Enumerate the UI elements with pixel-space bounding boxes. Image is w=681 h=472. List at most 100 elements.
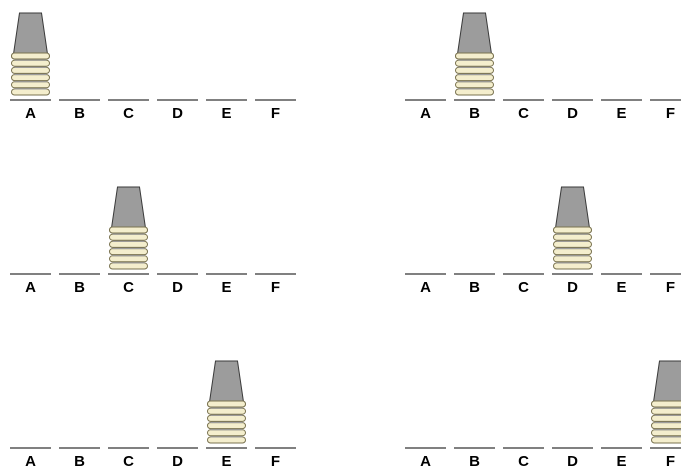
slot-label-d: D <box>172 453 183 470</box>
slot-label-b: B <box>469 279 480 296</box>
slot-label-d: D <box>172 105 183 122</box>
cup-stack <box>207 360 246 444</box>
cup-rim <box>553 255 592 263</box>
cup-rim <box>455 66 494 74</box>
slot-label-b: B <box>74 453 85 470</box>
slot-label-d: D <box>567 453 578 470</box>
cup-rim <box>11 59 50 67</box>
cup-band <box>112 261 145 264</box>
cup-band <box>14 73 47 76</box>
slot-label-b: B <box>469 453 480 470</box>
cup-band <box>210 407 243 409</box>
cup-band <box>458 80 491 83</box>
slot-label-c: C <box>518 105 529 122</box>
cup-rim <box>455 74 494 82</box>
slot-label-c: C <box>123 105 134 122</box>
slot-label-c: C <box>123 453 134 470</box>
cup-band <box>112 247 145 250</box>
cup-rim-top <box>109 226 148 234</box>
cup-body <box>554 186 591 229</box>
cup-rim <box>651 436 681 444</box>
cup-rim <box>553 262 592 270</box>
cup-rim-top <box>651 400 681 408</box>
cup-rim <box>651 422 681 430</box>
slot-label-d: D <box>567 105 578 122</box>
cup-rim-top <box>553 226 592 234</box>
panel-d: A B C D E F <box>405 186 681 296</box>
cup-band <box>210 421 243 424</box>
slot-label-b: B <box>74 105 85 122</box>
slot-label-f: F <box>271 453 280 470</box>
slot-label-e: E <box>221 105 231 122</box>
cup-rim <box>553 240 592 248</box>
cup-rim <box>455 59 494 67</box>
cup-body <box>208 360 245 403</box>
cup-rim <box>207 407 246 415</box>
cup-band <box>14 59 47 61</box>
slot-label-a: A <box>420 279 431 296</box>
cup-rim <box>455 81 494 89</box>
slot-label-c: C <box>123 279 134 296</box>
cup-band <box>210 414 243 416</box>
cup-stack <box>651 360 681 444</box>
slot-label-a: A <box>25 105 36 122</box>
cup-stack <box>11 12 50 96</box>
cup-band <box>210 428 243 431</box>
cup-rim <box>11 88 50 96</box>
slot-label-e: E <box>616 279 626 296</box>
cup-band <box>210 435 243 438</box>
cup-rim <box>207 422 246 430</box>
slot-label-e: E <box>616 453 626 470</box>
cup-rim <box>553 233 592 241</box>
slot-label-c: C <box>518 279 529 296</box>
cup-band <box>556 247 589 250</box>
cup-band <box>556 261 589 264</box>
slot-label-a: A <box>420 453 431 470</box>
cup-rim <box>109 233 148 241</box>
slot-label-d: D <box>172 279 183 296</box>
slot-label-a: A <box>420 105 431 122</box>
cup-rim <box>109 248 148 256</box>
cup-body <box>652 360 681 403</box>
slot-label-a: A <box>25 453 36 470</box>
cup-rim <box>207 414 246 422</box>
cup-band <box>556 233 589 235</box>
cup-rim <box>109 262 148 270</box>
cup-band <box>14 80 47 83</box>
slot-label-c: C <box>518 453 529 470</box>
cup-band <box>112 254 145 257</box>
cup-rim-top <box>455 52 494 60</box>
cup-rim-top <box>207 400 246 408</box>
slot-label-a: A <box>25 279 36 296</box>
cup-rim <box>109 240 148 248</box>
slot-label-f: F <box>666 453 675 470</box>
cup-body <box>456 12 493 55</box>
cup-band <box>458 87 491 90</box>
cup-stack <box>455 12 494 96</box>
cup-rim <box>11 81 50 89</box>
cup-band <box>556 240 589 242</box>
cup-band <box>654 414 681 416</box>
cup-body <box>12 12 49 55</box>
panel-a: A B C D E F <box>10 12 296 122</box>
slot-label-f: F <box>666 279 675 296</box>
cup-stack <box>109 186 148 270</box>
slot-label-d: D <box>567 279 578 296</box>
cup-band <box>654 407 681 409</box>
slot-label-b: B <box>74 279 85 296</box>
cup-rim <box>651 407 681 415</box>
cup-band <box>654 428 681 431</box>
cup-band <box>14 66 47 68</box>
slot-label-f: F <box>271 105 280 122</box>
cup-band <box>458 66 491 68</box>
cup-band <box>458 73 491 76</box>
cup-rim <box>651 429 681 437</box>
cup-band <box>654 421 681 424</box>
cup-rim <box>11 66 50 74</box>
cup-band <box>14 87 47 90</box>
cup-stack <box>553 186 592 270</box>
